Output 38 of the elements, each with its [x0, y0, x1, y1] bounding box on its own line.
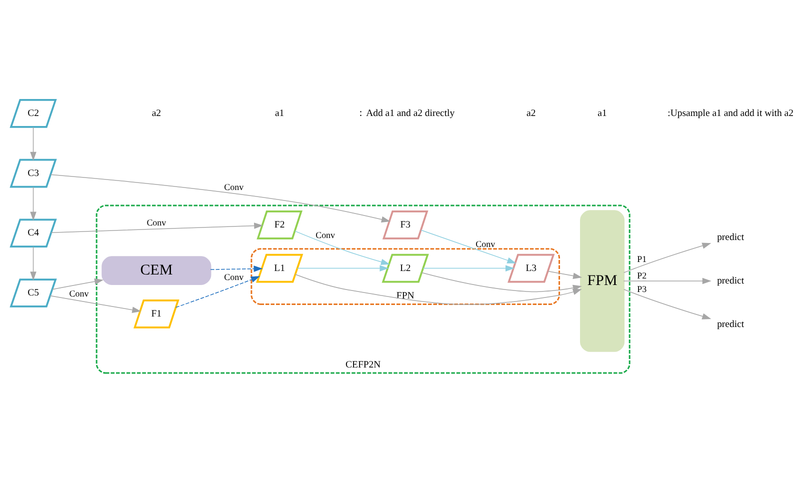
node-text: predict	[717, 232, 744, 244]
node-text: predict	[717, 318, 744, 330]
edge-label: P3	[637, 284, 647, 294]
arrow	[30, 186, 36, 221]
label: a2	[152, 108, 162, 119]
edge-label: Conv	[476, 239, 496, 250]
edge-label: P1	[637, 254, 647, 264]
edge-label: P2	[637, 270, 647, 280]
arrow	[623, 278, 712, 284]
arrow	[624, 289, 712, 320]
legend-label: ：Add a1 and a2 directly	[356, 108, 455, 119]
legend-label: :Upsample a1 and add it with a2	[668, 108, 794, 119]
arrow	[421, 272, 582, 292]
arrow	[422, 265, 514, 272]
node-box: CEM	[102, 256, 212, 285]
node-box: FPM	[580, 210, 625, 352]
arrow	[296, 265, 389, 272]
label: a1	[274, 108, 284, 119]
edge-label: Conv	[69, 288, 89, 298]
arrow	[176, 276, 260, 308]
node-text: predict	[717, 276, 744, 287]
arrow	[294, 230, 390, 265]
label: a1	[598, 108, 607, 119]
edge-label: Conv	[224, 182, 244, 192]
edge-label: Conv	[316, 230, 336, 240]
arrow	[624, 242, 712, 274]
arrow	[52, 278, 104, 290]
label: a2	[526, 108, 536, 119]
edge-label: Conv	[224, 272, 244, 282]
arrow	[50, 174, 390, 222]
arrow	[420, 230, 516, 264]
arrow	[30, 246, 36, 281]
arrow	[50, 295, 142, 313]
arrow	[50, 222, 264, 233]
arrow	[210, 266, 263, 272]
arrow	[548, 270, 582, 279]
edge-label: Conv	[146, 217, 166, 228]
arrow	[30, 126, 36, 161]
